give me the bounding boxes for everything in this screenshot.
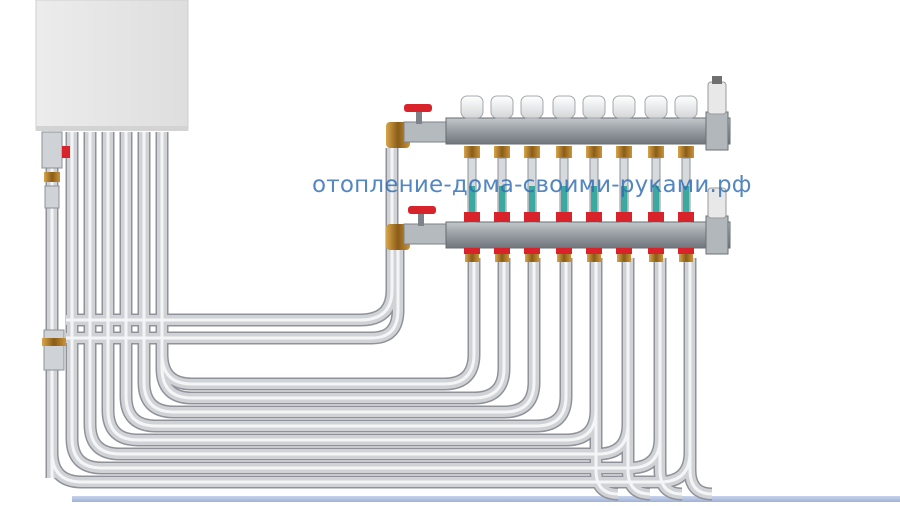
floor-loop-pipe (594, 258, 619, 496)
floor-loop-pipe (688, 258, 713, 496)
manifold-outlet-3 (520, 95, 544, 262)
supply-ball-valve (386, 104, 451, 148)
heating-loop-pipe (106, 132, 598, 442)
supply-line-pipe (66, 148, 394, 322)
air-vent-supply (707, 76, 727, 115)
heating-loop-pipe (88, 132, 630, 456)
manifold-outlet-1 (460, 95, 484, 262)
heating-loop-pipe (70, 132, 662, 470)
heating-loop-pipe (155, 132, 481, 391)
heating-loop-pipe (142, 132, 536, 414)
boiler-valve (41, 131, 70, 371)
floor-line (72, 496, 900, 502)
floor-loop-pipe (655, 258, 683, 499)
manifold-outlets (460, 95, 698, 262)
boiler (35, 0, 189, 131)
heating-loop-pipe (160, 132, 506, 400)
return-line-pipe (66, 250, 400, 340)
manifold-outlet-5 (582, 95, 606, 262)
floor-loop-pipe (626, 258, 651, 496)
heating-loop-pipe (124, 132, 568, 428)
heating-loop-pipe (160, 132, 476, 386)
floor-loop-pipe (658, 258, 683, 496)
manifold-outlet-2 (490, 95, 514, 262)
floor-loop-pipe (685, 258, 713, 499)
manifold-outlet-7 (644, 95, 668, 262)
return-ball-valve (386, 206, 451, 250)
air-vent-return (707, 187, 727, 219)
heating-loop-pipe (50, 132, 692, 484)
manifold-outlet-4 (552, 95, 576, 262)
return-manifold-bar (445, 215, 731, 255)
manifold-outlet-8 (674, 95, 698, 262)
manifold-outlet-6 (612, 95, 636, 262)
supply-manifold-bar (445, 111, 731, 151)
site-watermark: отопление-дома-своими-руками.рф (312, 172, 752, 198)
heating-loop-pipe (157, 132, 479, 389)
